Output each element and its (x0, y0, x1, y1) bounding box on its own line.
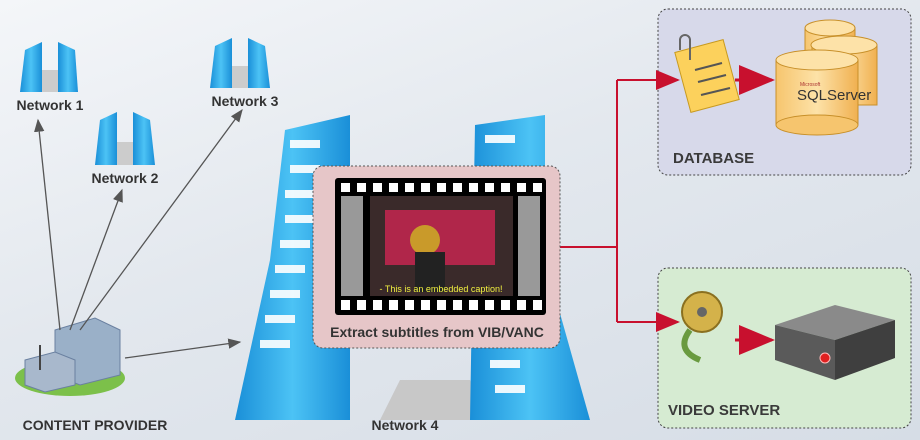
network3-icon (210, 38, 270, 88)
database-label: DATABASE (673, 150, 754, 167)
film-reel-icon (681, 291, 723, 363)
output-connectors (545, 70, 680, 332)
video-server-device-icon (775, 305, 895, 380)
sqlserver-logo-small: Microsoft (800, 82, 821, 88)
distribution-arrows (34, 108, 243, 359)
sqlserver-database-icon: Microsoft SQLServer (775, 19, 878, 136)
network1-icon (20, 42, 78, 92)
document-icon (674, 34, 740, 114)
network1-label: Network 1 (17, 97, 84, 113)
video-server-label: VIDEO SERVER (668, 402, 780, 419)
extract-label: Extract subtitles from VIB/VANC (330, 324, 544, 340)
database-panel: Microsoft SQLServer DATABASE (657, 8, 912, 176)
network4-label: Network 4 (372, 417, 439, 433)
video-frame-image (370, 196, 513, 296)
film-strip-icon: - This is an embedded caption! (335, 178, 546, 315)
extract-subtitles-panel: - This is an embedded caption! Extract s… (312, 165, 561, 349)
video-server-panel: VIDEO SERVER (657, 267, 912, 429)
network2-icon (95, 112, 155, 165)
network2-label: Network 2 (92, 170, 159, 186)
content-provider-label: CONTENT PROVIDER (23, 417, 168, 433)
sqlserver-logo-text: SQLServer (797, 87, 871, 104)
embedded-caption: - This is an embedded caption! (380, 284, 503, 294)
network3-label: Network 3 (212, 93, 279, 109)
content-provider-building-icon (15, 317, 125, 396)
